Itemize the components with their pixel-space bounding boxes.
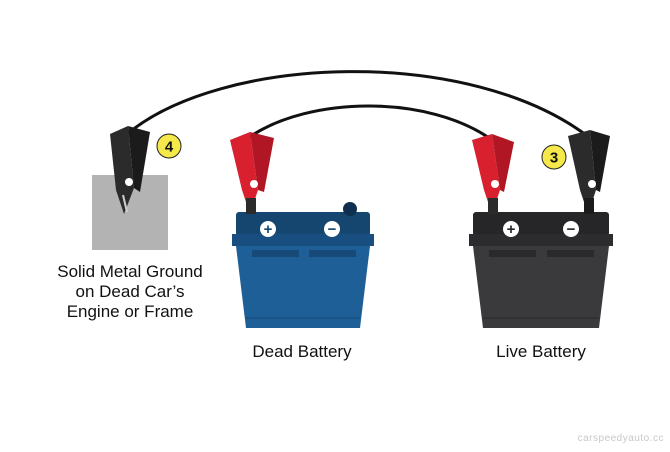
ground-black-clamp-icon [110, 126, 150, 214]
ground-label-line-3: Engine or Frame [66, 302, 194, 321]
live-positive-terminal-icon [503, 221, 519, 237]
dead-battery: + − [232, 202, 374, 328]
black-cable [125, 70, 591, 140]
dead-battery-label: Dead Battery [252, 342, 352, 361]
dead-red-clamp-icon [230, 132, 274, 214]
live-red-clamp-icon [472, 134, 514, 214]
watermark: carspeedyauto.cc [577, 433, 664, 444]
live-battery: + − [469, 212, 613, 328]
red-cable [247, 104, 493, 142]
step-badge-4-text: 4 [165, 139, 174, 156]
dead-negative-symbol: − [328, 221, 337, 238]
live-battery-label: Live Battery [496, 342, 586, 361]
dead-positive-symbol: + [264, 221, 273, 238]
ground-label-line-2: on Dead Car’s [75, 282, 185, 301]
dead-positive-terminal-icon [260, 221, 276, 237]
live-negative-symbol: − [567, 221, 576, 238]
ground-label: Solid Metal Ground on Dead Car’s Engine … [40, 262, 220, 322]
live-negative-terminal-icon [563, 221, 579, 237]
dead-negative-terminal-icon [324, 221, 340, 237]
step-badge-3: 3 [541, 144, 567, 170]
live-black-clamp-icon [568, 130, 610, 214]
step-badge-4: 4 [156, 133, 182, 159]
step-badge-3-text: 3 [550, 150, 558, 167]
ground-label-line-1: Solid Metal Ground [57, 262, 203, 281]
live-positive-symbol: + [507, 221, 516, 238]
